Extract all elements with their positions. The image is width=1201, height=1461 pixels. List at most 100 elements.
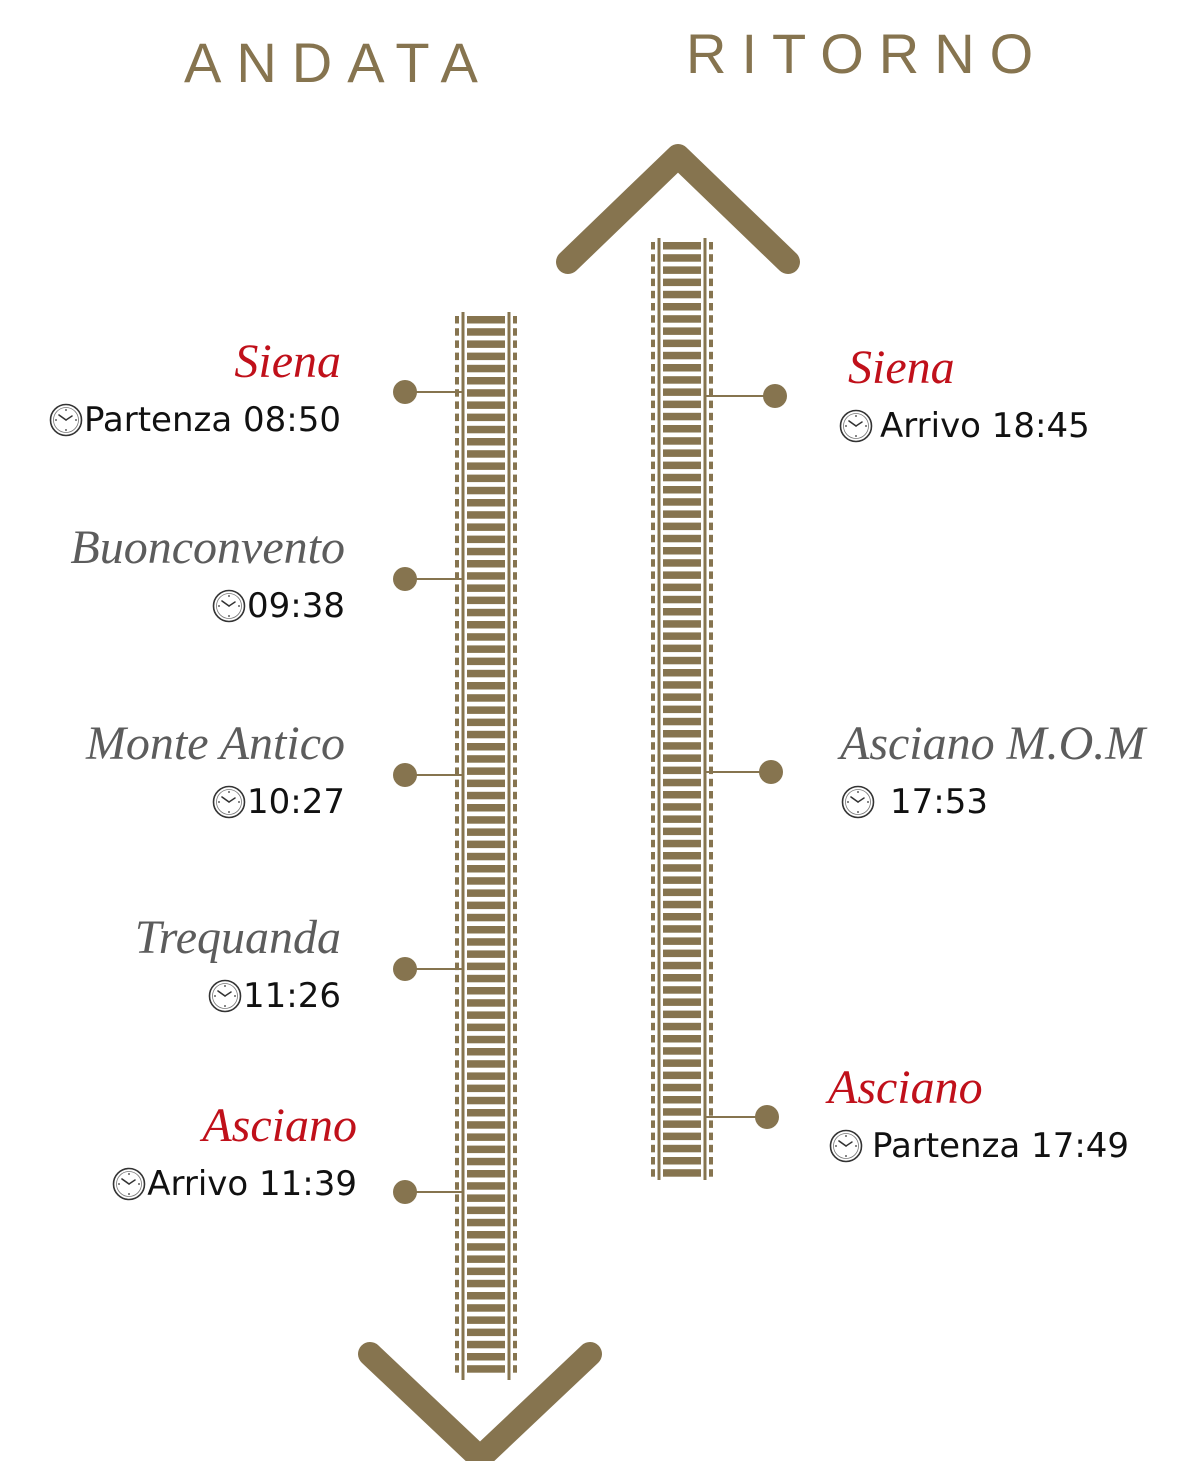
- track-tie: [651, 364, 713, 372]
- track-tie: [455, 1194, 517, 1202]
- track-tie: [455, 486, 517, 495]
- track-tie: [651, 1108, 713, 1116]
- track-tie: [651, 998, 713, 1006]
- track-tie: [651, 1022, 713, 1031]
- track-tie: [651, 1157, 713, 1165]
- track-tie: [651, 1010, 713, 1019]
- track-tie: [455, 1084, 517, 1093]
- clock-icon: [48, 402, 84, 438]
- track-tie: [455, 950, 517, 958]
- track-tie: [455, 1133, 517, 1141]
- track-tie: [455, 1243, 517, 1251]
- station-name: Buonconvento: [70, 521, 345, 574]
- track-tie: [455, 1218, 517, 1227]
- track-tie: [651, 852, 713, 860]
- track-tie: [455, 987, 517, 995]
- track-tie: [455, 596, 517, 605]
- track-tie: [455, 767, 517, 775]
- track-tie: [455, 901, 517, 910]
- stop-dot: [393, 957, 417, 981]
- track-tie: [455, 1182, 517, 1190]
- track-tie: [651, 473, 713, 482]
- track-tie: [455, 499, 517, 507]
- track-tie: [455, 682, 517, 690]
- track-tie: [651, 839, 713, 848]
- clock-icon: [840, 784, 876, 820]
- track-tie: [455, 1096, 517, 1105]
- clock-icon: [828, 1128, 864, 1164]
- track-tie: [651, 339, 713, 348]
- track-tie: [651, 242, 713, 250]
- track-tie: [651, 351, 713, 360]
- track-tie: [455, 1279, 517, 1288]
- station-name: Siena: [848, 341, 955, 394]
- return-track: [651, 238, 713, 1180]
- stop-dot: [763, 384, 787, 408]
- outbound-stop: Asciano Arrivo 11:39: [111, 1102, 357, 1202]
- track-tie: [455, 608, 517, 617]
- track-tie: [455, 828, 517, 836]
- track-tie: [455, 413, 517, 422]
- time-label: Partenza 17:49: [872, 1126, 1130, 1166]
- track-tie: [455, 328, 517, 336]
- time-label: 10:27: [247, 782, 345, 822]
- track-tie: [651, 669, 713, 677]
- track-tie: [651, 510, 713, 518]
- track-tie: [455, 962, 517, 971]
- track-tie: [455, 718, 517, 727]
- track-tie: [455, 523, 517, 531]
- stop-time: 17:53: [840, 784, 1145, 820]
- track-tie: [455, 657, 517, 666]
- time-label: Arrivo 11:39: [147, 1164, 357, 1204]
- station-name: Trequanda: [134, 911, 341, 964]
- track-tie: [651, 1047, 713, 1055]
- rail: [703, 238, 707, 1180]
- track-tie: [455, 926, 517, 934]
- chevron-down-icon: [358, 1342, 602, 1461]
- rail: [461, 312, 465, 1380]
- track-tie: [455, 389, 517, 397]
- track-tie: [455, 547, 517, 556]
- track-tie: [455, 584, 517, 592]
- track-tie: [651, 571, 713, 579]
- track-tie: [455, 364, 517, 373]
- track-tie: [455, 1157, 517, 1166]
- station-name: Monte Antico: [85, 717, 345, 770]
- clock-icon: [111, 1166, 147, 1202]
- stop-dot: [755, 1105, 779, 1129]
- track-tie: [651, 949, 713, 958]
- track-tie: [455, 1109, 517, 1117]
- track-tie: [651, 791, 713, 799]
- track-tie: [651, 754, 713, 762]
- track-tie: [455, 1292, 517, 1300]
- track-tie: [455, 1353, 517, 1361]
- rail: [507, 312, 511, 1380]
- track-tie: [455, 999, 517, 1007]
- track-tie: [455, 852, 517, 861]
- track-tie: [455, 621, 517, 629]
- track-tie: [455, 804, 517, 812]
- outbound-stop: Monte Antico 10:27: [86, 720, 345, 820]
- track-tie: [651, 486, 713, 494]
- track-tie: [651, 266, 713, 274]
- clock-icon: [211, 784, 247, 820]
- track-tie: [455, 1060, 517, 1068]
- rail: [657, 238, 661, 1180]
- track-tie: [455, 1035, 517, 1044]
- track-tie: [455, 1304, 517, 1312]
- stop-time: 11:26: [135, 978, 341, 1014]
- track-tie: [651, 1169, 713, 1177]
- track-tie: [651, 388, 713, 396]
- stop-dot: [759, 760, 783, 784]
- station-name: Asciano: [828, 1061, 983, 1114]
- track-tie: [455, 706, 517, 714]
- return-stop: Asciano M.O.M 17:53: [840, 720, 1145, 820]
- station-name: Siena: [234, 335, 341, 388]
- track-tie: [455, 1267, 517, 1276]
- track-tie: [651, 864, 713, 872]
- track-tie: [651, 827, 713, 836]
- track-tie: [651, 400, 713, 409]
- stop-dot: [393, 380, 417, 404]
- track-tie: [651, 742, 713, 750]
- track-tie: [651, 1144, 713, 1153]
